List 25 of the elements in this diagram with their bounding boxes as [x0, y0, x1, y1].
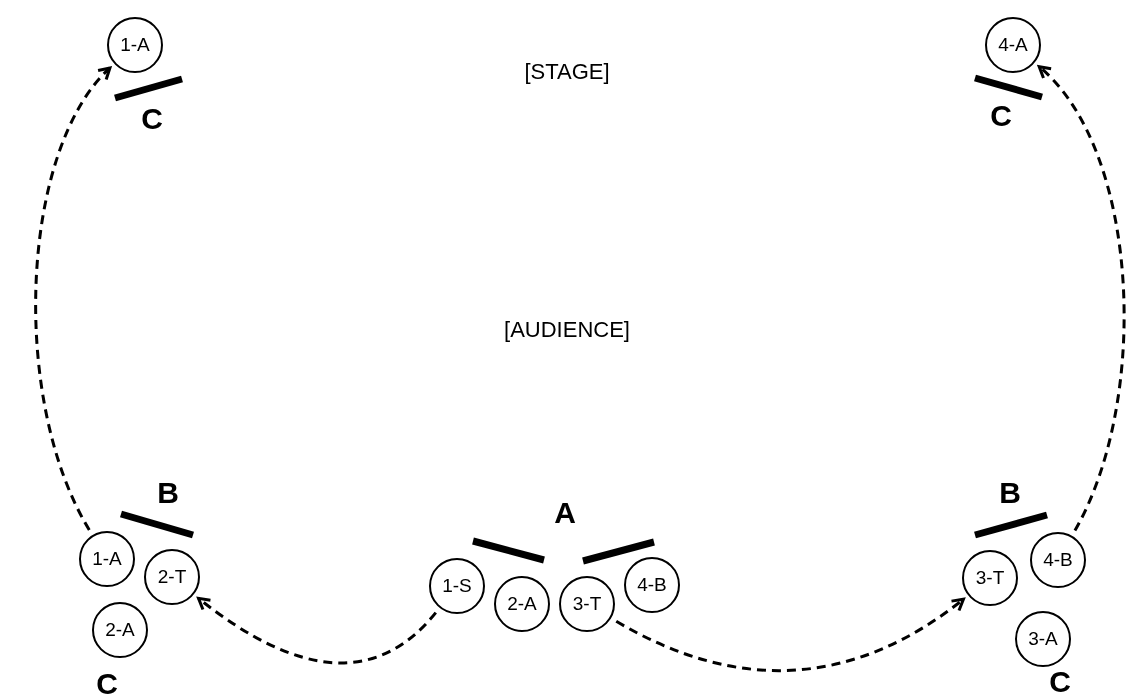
position-circle: 3-A [1015, 611, 1071, 667]
position-circle: 2-T [144, 549, 200, 605]
dashed-arrow [615, 597, 965, 672]
position-circle: 1-A [107, 17, 163, 73]
position-circle: 1-A [79, 531, 135, 587]
area-label: [STAGE] [524, 59, 610, 85]
dashed-arrow [197, 596, 437, 665]
group-letter: A [554, 496, 576, 530]
group-letter: C [141, 102, 163, 136]
dashed-arrow [34, 66, 112, 531]
position-circle: 3-T [962, 550, 1018, 606]
group-letter: B [999, 476, 1021, 510]
position-circle: 4-A [985, 17, 1041, 73]
position-circle: 4-B [624, 557, 680, 613]
group-letter: B [157, 476, 179, 510]
area-label: [AUDIENCE] [504, 317, 630, 343]
position-circle: 2-A [92, 602, 148, 658]
position-circle: 2-A [494, 576, 550, 632]
position-circle: 1-S [429, 558, 485, 614]
group-letter: C [1049, 665, 1071, 699]
group-letter: C [990, 99, 1012, 133]
position-circle: 3-T [559, 576, 615, 632]
position-circle: 4-B [1030, 532, 1086, 588]
dashed-arrow [1037, 65, 1126, 532]
group-letter: C [96, 667, 118, 700]
